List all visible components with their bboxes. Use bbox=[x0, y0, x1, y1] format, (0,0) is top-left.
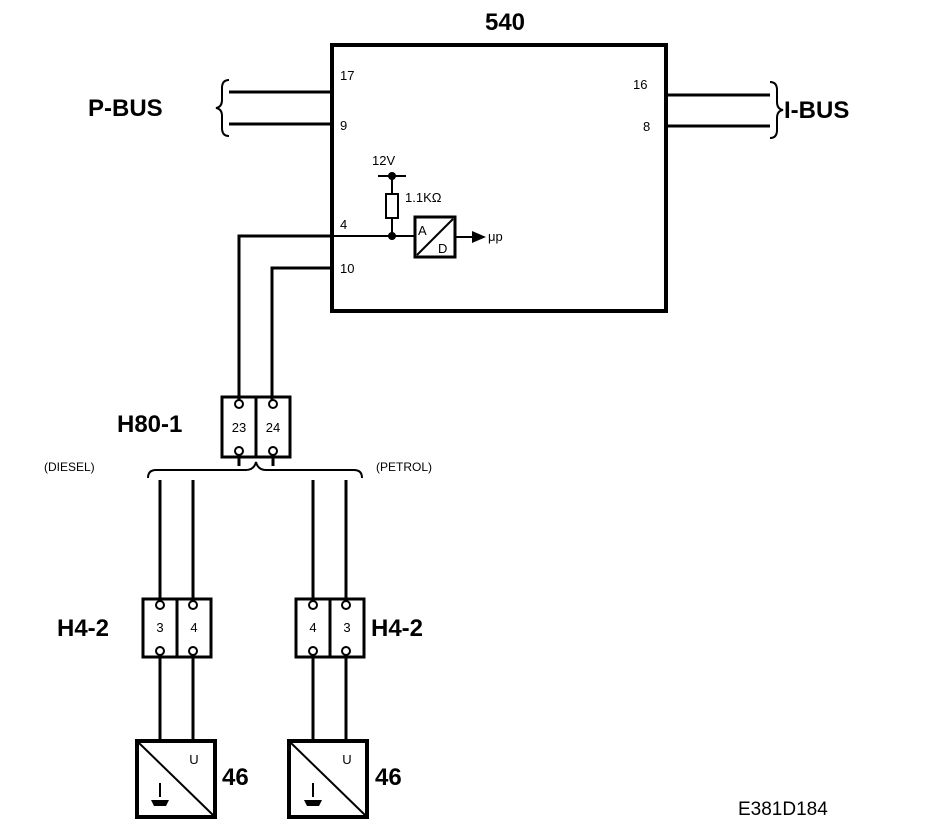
i-bus-brace bbox=[769, 81, 784, 139]
wire-pin4 bbox=[237, 234, 332, 400]
drawing-reference: E381D184 bbox=[738, 799, 828, 820]
input-circuit: 12V 1.1KΩ A D μp bbox=[332, 153, 503, 259]
sensor-left-label: 46 bbox=[222, 764, 249, 791]
h80-pin-23: 23 bbox=[232, 420, 246, 435]
resistor-label: 1.1KΩ bbox=[405, 190, 442, 205]
module-540-box bbox=[330, 43, 668, 313]
sensor-right-label: 46 bbox=[375, 764, 402, 791]
pin-16-label: 16 bbox=[633, 77, 647, 92]
connector-h4-2-right: 4 3 H4-2 bbox=[294, 597, 423, 659]
connector-h80-1: 23 24 H80-1 bbox=[117, 395, 292, 459]
module-540-label: 540 bbox=[485, 9, 525, 36]
sensor-right-ground-icon bbox=[304, 783, 322, 806]
pin-8-label: 8 bbox=[643, 119, 650, 134]
wire-pin10 bbox=[270, 266, 332, 400]
sensor-right-u: U bbox=[342, 752, 351, 767]
variant-petrol-label: (PETROL) bbox=[376, 460, 432, 474]
sensor-left-ground-icon bbox=[151, 783, 169, 806]
h80-1-label: H80-1 bbox=[117, 411, 182, 438]
variant-brace bbox=[147, 461, 363, 479]
pin-10-label: 10 bbox=[340, 261, 354, 276]
i-bus: I-BUS bbox=[666, 81, 849, 139]
h4-2-left-label: H4-2 bbox=[57, 615, 109, 642]
output-arrow bbox=[472, 231, 486, 243]
h4-2-right-pin-3: 3 bbox=[343, 620, 350, 635]
sensor-left-u: U bbox=[189, 752, 198, 767]
h4-2-right-pin-4: 4 bbox=[309, 620, 316, 635]
sensor-46-left: U 46 bbox=[135, 739, 249, 819]
adc-a-label: A bbox=[418, 223, 427, 238]
h4-2-left-pin-4: 4 bbox=[190, 620, 197, 635]
variant-diesel-label: (DIESEL) bbox=[44, 460, 95, 474]
p-bus-brace bbox=[215, 79, 230, 137]
h4-2-right-label: H4-2 bbox=[371, 615, 423, 642]
p-bus: P-BUS bbox=[88, 79, 332, 137]
adc-d-label: D bbox=[438, 241, 447, 256]
sensor-46-right: U 46 bbox=[287, 739, 402, 819]
connector-h4-2-left: 3 4 H4-2 bbox=[57, 597, 213, 659]
supply-12v-label: 12V bbox=[372, 153, 395, 168]
adc-block: A D bbox=[413, 215, 457, 259]
input-node bbox=[388, 232, 396, 240]
pin-4-label: 4 bbox=[340, 217, 347, 232]
output-label: μp bbox=[488, 229, 503, 244]
i-bus-label: I-BUS bbox=[784, 97, 849, 124]
h4-2-left-pin-3: 3 bbox=[156, 620, 163, 635]
pin-9-label: 9 bbox=[340, 118, 347, 133]
resistor-1k1 bbox=[385, 193, 399, 219]
pin-17-label: 17 bbox=[340, 68, 354, 83]
p-bus-label: P-BUS bbox=[88, 95, 163, 122]
h80-pin-24: 24 bbox=[266, 420, 280, 435]
